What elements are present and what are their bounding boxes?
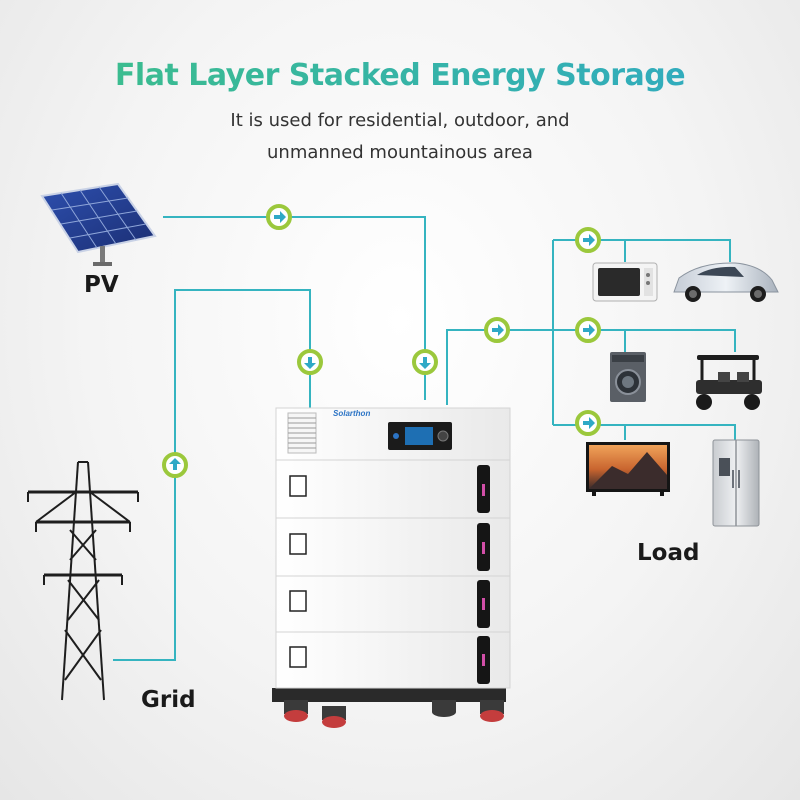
load-branch-2b [625,329,736,352]
arrow-down-icon [297,349,323,375]
golf-cart-icon [696,355,762,410]
grid-label: Grid [141,687,196,713]
subtitle-line-2: unmanned mountainous area [267,142,533,163]
battery-module [275,459,511,519]
battery-module [275,575,511,633]
battery-cabinet: Solarthon [272,407,511,728]
tv-icon [586,442,670,496]
microwave-icon [592,262,658,302]
caster-wheel-icon [284,700,308,722]
arrow-right-icon [266,204,292,230]
caster-wheel-icon [480,700,504,722]
solar-panel-icon [40,182,157,266]
load-label: Load [637,540,700,566]
arrow-badges [162,204,601,478]
battery-module [275,517,511,577]
brand-logo: Solarthon [333,409,370,418]
arrow-right-icon [575,410,601,436]
washing-machine-icon [610,352,646,402]
load-branch-3b [625,424,736,440]
power-tower-icon [27,461,139,701]
cabinet-base [272,688,506,702]
page-title: Flat Layer Stacked Energy Storage [0,58,800,93]
arrow-right-icon [484,317,510,343]
refrigerator-icon [712,439,760,527]
subtitle-line-1: It is used for residential, outdoor, and [230,110,570,131]
car-icon [673,262,779,302]
pv-line [163,216,426,400]
grid-line [113,289,311,661]
caster-wheel-icon [322,706,346,728]
arrow-up-icon [162,452,188,478]
load-trunk-line [446,329,553,405]
arrow-down-icon [412,349,438,375]
battery-module [275,631,511,689]
arrow-right-icon [575,227,601,253]
caster-wheel-icon [432,700,456,717]
load-branch-1b [625,239,731,262]
pv-label: PV [84,272,119,298]
arrow-right-icon [575,317,601,343]
